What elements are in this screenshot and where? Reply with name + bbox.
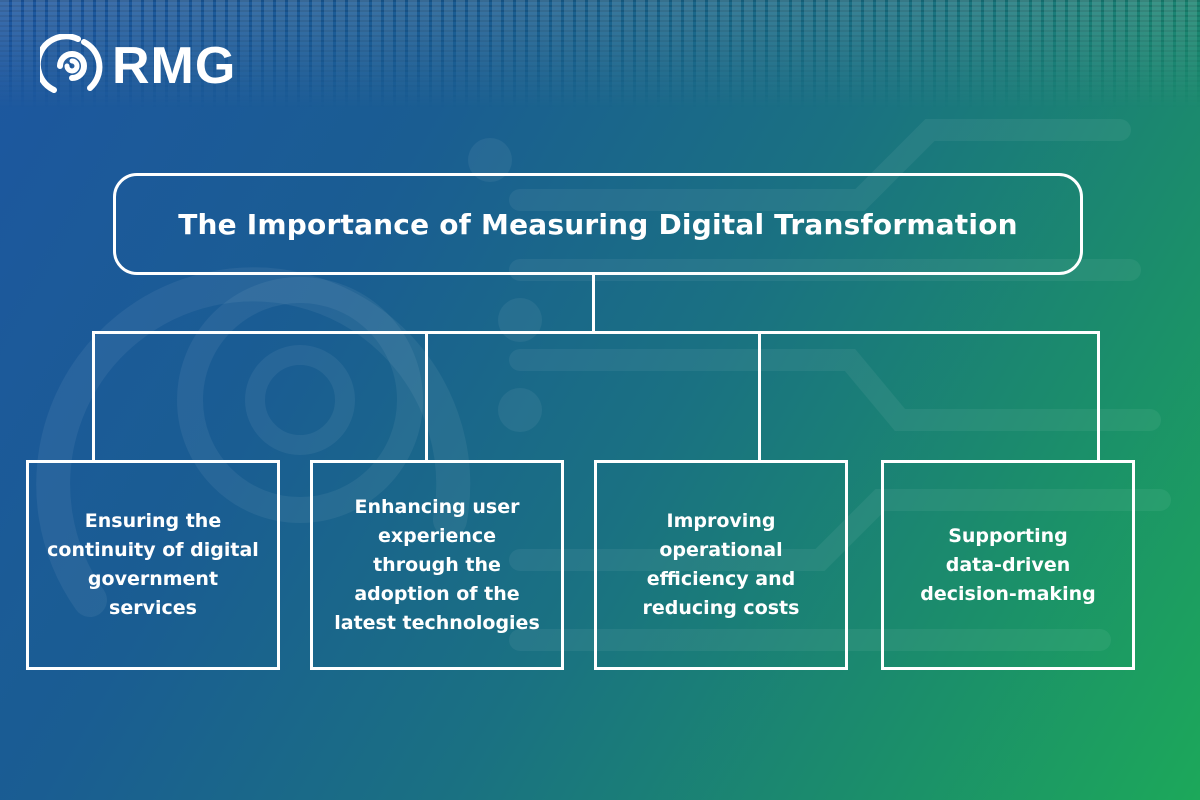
rmg-concentric-arc-icon bbox=[40, 34, 103, 93]
diagram-title: The Importance of Measuring Digital Tran… bbox=[178, 207, 1018, 241]
connector-stem bbox=[592, 275, 595, 334]
brand-logo: RMG bbox=[40, 34, 236, 98]
connector-drop-3 bbox=[758, 331, 761, 461]
item-label: Enhancing user experience through the ad… bbox=[334, 495, 540, 634]
connector-drop-4 bbox=[1097, 331, 1100, 461]
binary-matrix-pattern bbox=[0, 0, 1200, 110]
item-label: Supporting data-driven decision-making bbox=[920, 524, 1096, 605]
item-card-operational-efficiency: Improving operational efficiency and red… bbox=[594, 460, 848, 670]
item-label: Improving operational efficiency and red… bbox=[642, 510, 800, 619]
item-card-continuity: Ensuring the continuity of digital gover… bbox=[26, 460, 280, 670]
diagram-title-box: The Importance of Measuring Digital Tran… bbox=[113, 173, 1083, 275]
connector-bar bbox=[92, 331, 1100, 334]
connector-drop-1 bbox=[92, 331, 95, 461]
item-card-user-experience: Enhancing user experience through the ad… bbox=[310, 460, 564, 670]
brand-wordmark: RMG bbox=[112, 37, 237, 95]
item-card-data-driven: Supporting data-driven decision-making bbox=[881, 460, 1135, 670]
connector-drop-2 bbox=[425, 331, 428, 461]
item-label: Ensuring the continuity of digital gover… bbox=[47, 510, 259, 619]
